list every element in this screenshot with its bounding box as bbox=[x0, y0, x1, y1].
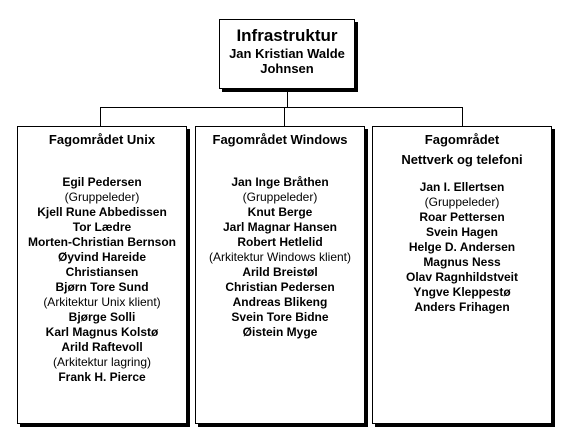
connector-root-down bbox=[287, 90, 288, 107]
member-role: (Arkitektur Windows klient) bbox=[208, 250, 352, 264]
unit-heading: Fagområdet Unix bbox=[48, 132, 156, 147]
member-name: Kjell Rune Abbedissen bbox=[37, 205, 167, 219]
heading-spacer bbox=[196, 147, 364, 162]
member-name: Jan I. Ellertsen bbox=[419, 180, 505, 194]
member-name: Andreas Blikeng bbox=[232, 295, 328, 309]
member-name: Knut Berge bbox=[247, 205, 313, 219]
member-role: (Gruppeleder) bbox=[64, 190, 140, 204]
member-name: Jarl Magnar Hansen bbox=[222, 220, 338, 234]
member-name: Bjørn Tore Sund bbox=[55, 280, 149, 294]
member-name: Helge D. Andersen bbox=[408, 240, 516, 254]
unit-heading: Fagområdet Windows bbox=[212, 132, 348, 147]
member-name: Yngve Kleppestø bbox=[413, 285, 511, 299]
member-name: Øyvind Hareide bbox=[57, 250, 147, 264]
member-name: Magnus Ness bbox=[423, 255, 501, 269]
member-name: Øistein Myge bbox=[242, 325, 318, 339]
member-role: (Gruppeleder) bbox=[424, 195, 500, 209]
connector-unix bbox=[100, 107, 101, 126]
member-name: Bjørge Solli bbox=[68, 310, 136, 324]
root-leader-name-line1: Jan Kristian Walde bbox=[229, 46, 345, 61]
member-name: Jan Inge Bråthen bbox=[231, 175, 329, 189]
unit-heading: Fagområdet bbox=[424, 132, 500, 147]
member-name: Arild Raftevoll bbox=[61, 340, 143, 354]
unit-heading: Nettverk og telefoni bbox=[401, 152, 523, 167]
root-unit-title: Infrastruktur bbox=[236, 26, 338, 45]
member-name: Arild Breistøl bbox=[242, 265, 318, 279]
member-name: Olav Ragnhildstveit bbox=[405, 270, 519, 284]
member-name: Anders Frihagen bbox=[414, 300, 510, 314]
member-list: Jan I. Ellertsen(Gruppeleder)Roar Petter… bbox=[373, 180, 551, 315]
root-leader-name-line2: Johnsen bbox=[260, 61, 314, 76]
member-name: Tor Lædre bbox=[72, 220, 132, 234]
member-name: Egil Pedersen bbox=[62, 175, 142, 189]
member-name: Morten-Christian Bernson bbox=[27, 235, 176, 249]
member-role: (Gruppeleder) bbox=[242, 190, 318, 204]
member-list: Egil Pedersen(Gruppeleder)Kjell Rune Abb… bbox=[18, 175, 186, 385]
connector-network bbox=[462, 107, 463, 126]
member-name: Robert Hetlelid bbox=[237, 235, 323, 249]
member-name: Svein Hagen bbox=[425, 225, 499, 239]
member-name: Roar Pettersen bbox=[419, 210, 505, 224]
member-name: Svein Tore Bidne bbox=[231, 310, 329, 324]
member-name: Frank H. Pierce bbox=[58, 370, 146, 384]
member-name: Christiansen bbox=[65, 265, 139, 279]
member-name: Christian Pedersen bbox=[225, 280, 335, 294]
heading-spacer bbox=[18, 147, 186, 162]
root-unit-box: Infrastruktur Jan Kristian Walde Johnsen bbox=[219, 19, 355, 89]
connector-horizontal bbox=[100, 107, 463, 108]
member-name: Karl Magnus Kolstø bbox=[45, 325, 159, 339]
member-role: (Arkitektur lagring) bbox=[52, 355, 152, 369]
member-role: (Arkitektur Unix klient) bbox=[43, 295, 161, 309]
connector-windows bbox=[284, 107, 285, 126]
